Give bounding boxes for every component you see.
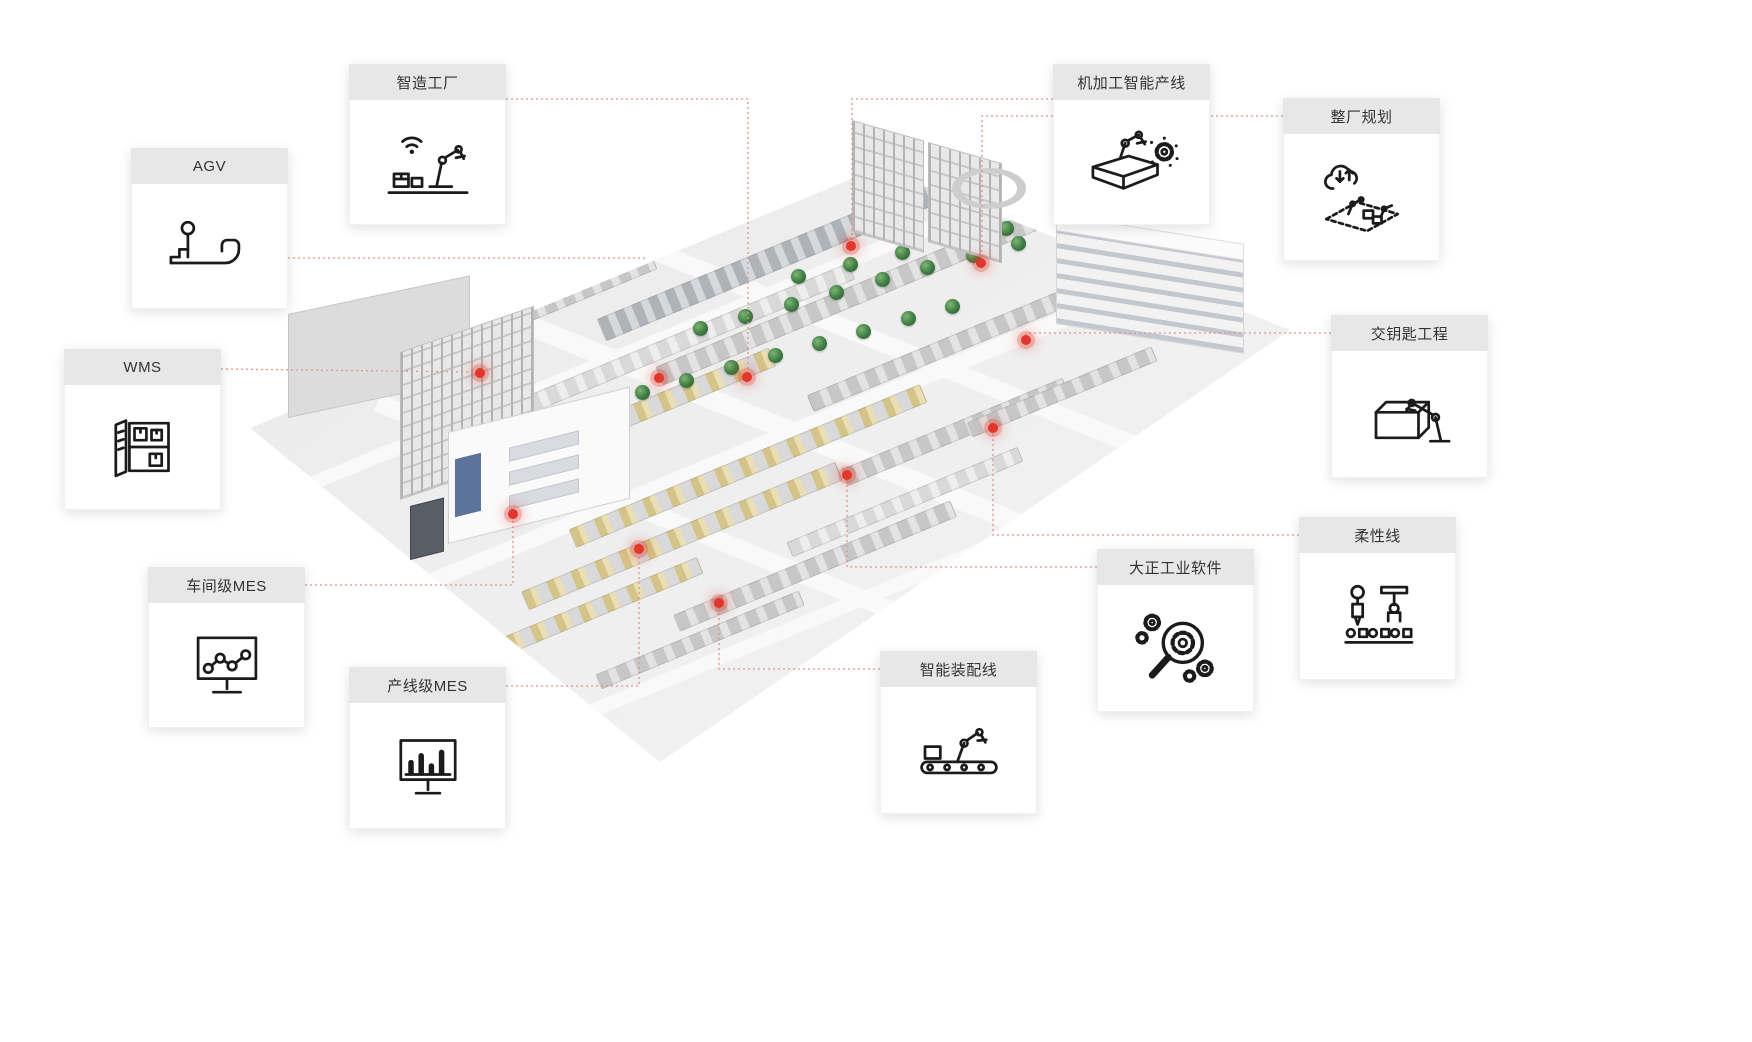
palm-tree [856,323,872,339]
card-label-text: 智造工厂 [396,74,459,92]
monitor-bar-chart-icon [377,722,479,810]
palm-tree [679,372,695,388]
card-label-turnkey: 交钥匙工程 [1331,315,1488,351]
callout-card-machining-line: 机加工智能产线 [1053,64,1210,225]
robot-conveyor-icon [908,706,1010,794]
robot-arm-box-icon [1359,370,1461,458]
palm-tree [895,245,910,260]
map-marker [846,241,856,251]
card-label-text: 智能装配线 [919,661,998,679]
card-icon-panel-flexible-line [1299,553,1456,680]
card-label-line-mes: 产线级MES [349,667,506,703]
card-label-text: 交钥匙工程 [1370,325,1449,343]
card-label-text: 产线级MES [387,677,468,695]
circular-rack [952,168,1026,209]
palm-tree [812,335,828,351]
robot-arm-wifi-icon [377,118,479,206]
palm-tree [874,272,890,288]
card-label-wms: WMS [64,349,221,385]
robot-arm-gear-icon [1081,118,1183,206]
map-marker [654,373,664,383]
callout-card-line-mes: 产线级MES [349,667,506,829]
callout-card-dazheng-software: 大正工业软件 [1097,549,1254,712]
card-label-dazheng-software: 大正工业软件 [1097,549,1254,585]
card-icon-panel-workshop-mes [148,603,305,728]
card-label-text: AGV [192,157,227,175]
palm-tree [945,299,960,314]
card-icon-panel-wms [64,385,221,510]
card-label-text: 柔性线 [1354,527,1401,545]
cloud-planning-icon [1311,153,1413,241]
palm-tree [767,348,783,364]
callout-card-smart-factory: 智造工厂 [349,64,506,225]
palm-tree [791,269,806,284]
storage-rack-tall [852,120,924,253]
map-marker [714,598,724,608]
map-marker [508,509,518,519]
card-icon-panel-dazheng-software [1097,585,1254,712]
palm-tree [829,284,845,300]
gear-magnifier-icon [1125,604,1227,692]
card-icon-panel-turnkey [1331,351,1488,478]
card-label-text: WMS [123,358,162,376]
card-icon-panel-assembly-line [880,687,1037,814]
card-label-workshop-mes: 车间级MES [148,567,305,603]
control-room-screen [455,452,481,518]
flexible-tooling-icon [1327,572,1429,660]
callout-card-flexible-line: 柔性线 [1299,517,1456,680]
card-label-text: 机加工智能产线 [1077,74,1186,92]
palm-tree [635,385,650,400]
map-marker [988,423,998,433]
map-marker [1021,335,1031,345]
card-icon-panel-machining-line [1053,100,1210,225]
monitor-node-graph-icon [176,621,278,709]
card-icon-panel-agv [131,184,288,309]
palm-tree [900,311,916,327]
palm-tree [693,321,708,336]
palm-tree [843,257,858,272]
card-label-plant-planning: 整厂规划 [1283,98,1440,134]
map-marker [742,372,752,382]
card-label-assembly-line: 智能装配线 [880,651,1037,687]
map-marker [976,258,986,268]
callout-card-workshop-mes: 车间级MES [148,567,305,728]
display-board [410,497,444,560]
card-label-machining-line: 机加工智能产线 [1053,64,1210,100]
card-label-smart-factory: 智造工厂 [349,64,506,100]
callout-card-plant-planning: 整厂规划 [1283,98,1440,261]
card-label-flexible-line: 柔性线 [1299,517,1456,553]
callout-card-wms: WMS [64,349,221,510]
callout-card-agv: AGV [131,148,288,309]
warehouse-rack-icon [92,403,194,491]
palm-tree [920,260,936,276]
card-label-text: 整厂规划 [1330,108,1393,126]
card-icon-panel-line-mes [349,703,506,829]
agv-vehicle-icon [159,202,261,290]
map-marker [475,368,485,378]
map-marker [634,544,644,554]
palm-tree [783,296,799,312]
card-label-agv: AGV [131,148,288,184]
card-icon-panel-plant-planning [1283,134,1440,261]
palm-tree [723,360,739,376]
callout-card-assembly-line: 智能装配线 [880,651,1037,814]
map-marker [842,470,852,480]
card-label-text: 车间级MES [186,577,267,595]
callout-card-turnkey: 交钥匙工程 [1331,315,1488,478]
card-label-text: 大正工业软件 [1128,559,1222,577]
card-icon-panel-smart-factory [349,100,506,225]
palm-tree [1011,236,1026,251]
